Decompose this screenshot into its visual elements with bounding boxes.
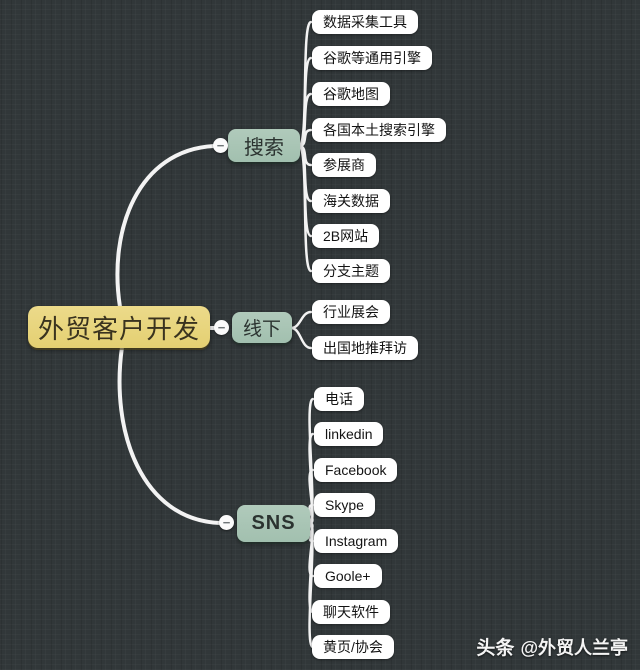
connector-search-child xyxy=(297,20,313,148)
collapse-toggle[interactable]: − xyxy=(219,515,234,530)
collapse-toggle[interactable]: − xyxy=(213,138,228,153)
child-topic[interactable]: 分支主题 xyxy=(312,259,390,283)
child-topic[interactable]: 数据采集工具 xyxy=(312,10,418,34)
child-topic[interactable]: 海关数据 xyxy=(312,189,390,213)
child-topic[interactable]: 电话 xyxy=(314,387,364,411)
child-topic[interactable]: 黄页/协会 xyxy=(312,635,394,659)
connector-search-child xyxy=(297,144,313,273)
child-topic[interactable]: Skype xyxy=(314,493,375,517)
connector-search-child xyxy=(297,92,313,148)
branch-node-sns[interactable]: SNS xyxy=(237,505,310,542)
connector-offline-child xyxy=(289,310,313,330)
connector-sns-child xyxy=(307,521,315,649)
connector-search-child xyxy=(297,144,313,203)
child-topic[interactable]: 谷歌地图 xyxy=(312,82,390,106)
connector-sns-child xyxy=(307,397,315,525)
child-topic[interactable]: 出国地推拜访 xyxy=(312,336,418,360)
watermark-handle: @外贸人兰亭 xyxy=(520,638,628,658)
connector-root-search xyxy=(115,144,216,309)
connector-offline-child xyxy=(289,326,313,350)
watermark-brand: 头条 xyxy=(476,638,515,659)
branch-node-search[interactable]: 搜索 xyxy=(228,129,300,162)
child-topic[interactable]: 2B网站 xyxy=(312,224,380,248)
child-topic[interactable]: 聊天软件 xyxy=(312,600,390,624)
connector-search-child xyxy=(297,128,313,148)
connector-search-child xyxy=(297,144,313,238)
branch-node-offline[interactable]: 线下 xyxy=(232,312,292,343)
collapse-toggle[interactable]: − xyxy=(214,320,229,335)
child-topic[interactable]: Facebook xyxy=(314,458,398,482)
child-topic[interactable]: 参展商 xyxy=(312,153,376,177)
connector-search-child xyxy=(297,144,313,167)
connector-search-child xyxy=(297,56,313,148)
root-topic[interactable]: 外贸客户开发 xyxy=(28,306,210,348)
child-topic[interactable]: 谷歌等通用引擎 xyxy=(312,46,432,70)
child-topic[interactable]: linkedin xyxy=(314,422,384,446)
child-topic[interactable]: Instagram xyxy=(314,529,399,553)
connector-root-sns xyxy=(117,345,222,525)
child-topic[interactable]: Goole+ xyxy=(314,564,382,588)
child-topic[interactable]: 各国本土搜索引擎 xyxy=(312,118,446,142)
watermark: 头条 @外贸人兰亭 xyxy=(476,633,628,660)
child-topic[interactable]: 行业展会 xyxy=(312,300,390,324)
